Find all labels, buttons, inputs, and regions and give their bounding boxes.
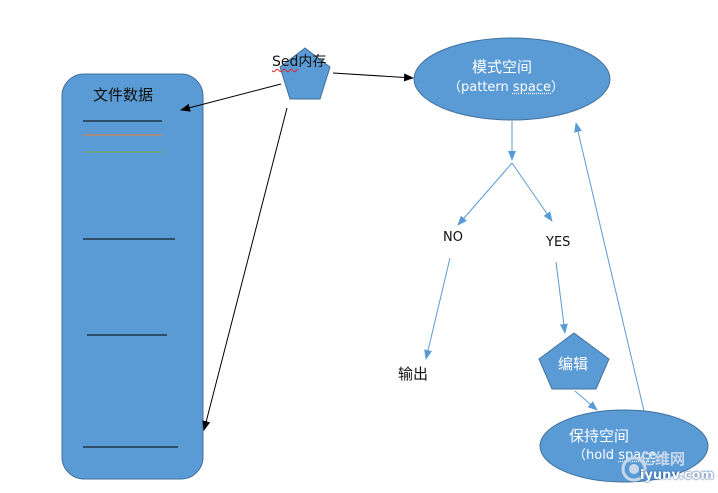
watermark-logo-icon: [621, 456, 647, 482]
output-label: 输出: [398, 365, 429, 383]
pattern-space-title: 模式空间: [472, 58, 533, 76]
sed-memory-pentagon: [279, 47, 331, 100]
pattern-space-word: space: [512, 80, 552, 95]
arrow-sed-to-pattern-space: [332, 72, 414, 82]
sed-memory-prefix: Sed: [272, 54, 299, 70]
edit-label: 编辑: [558, 355, 589, 373]
hold-space-title: 保持空间: [569, 427, 630, 445]
watermark-cn: 亿维网: [640, 450, 686, 468]
pattern-space-close: ）: [551, 80, 565, 95]
arrow-hold-space-to-pattern-space: [574, 122, 645, 412]
watermark-en: iyunv.com: [640, 468, 714, 483]
arrow-edit-to-hold-space: [574, 390, 598, 411]
edit-pentagon: [538, 332, 610, 390]
arrow-sed-to-file-data: [180, 83, 282, 112]
pattern-space-ellipse: [413, 37, 611, 121]
pattern-space-subtitle: （pattern space）: [448, 81, 564, 94]
pattern-space-open: （pattern: [448, 80, 513, 95]
arrow-to-no: [457, 162, 513, 226]
file-data-label: 文件数据: [93, 86, 154, 104]
arrow-no-to-output: [424, 257, 451, 360]
arrow-yes-to-edit: [555, 261, 568, 334]
site-watermark: 亿维网 iyunv.com: [620, 446, 716, 490]
arrow-sed-to-file-end: [202, 107, 288, 431]
hold-space-open: （hold: [573, 448, 619, 463]
arrow-to-yes: [511, 162, 553, 222]
sed-memory-label: Sed内存: [272, 55, 326, 69]
sed-memory-suffix: 内存: [298, 54, 327, 70]
hold-space-ellipse: [539, 409, 709, 483]
no-label: NO: [443, 230, 463, 245]
file-data-box: [61, 73, 204, 480]
yes-label: YES: [546, 235, 571, 250]
